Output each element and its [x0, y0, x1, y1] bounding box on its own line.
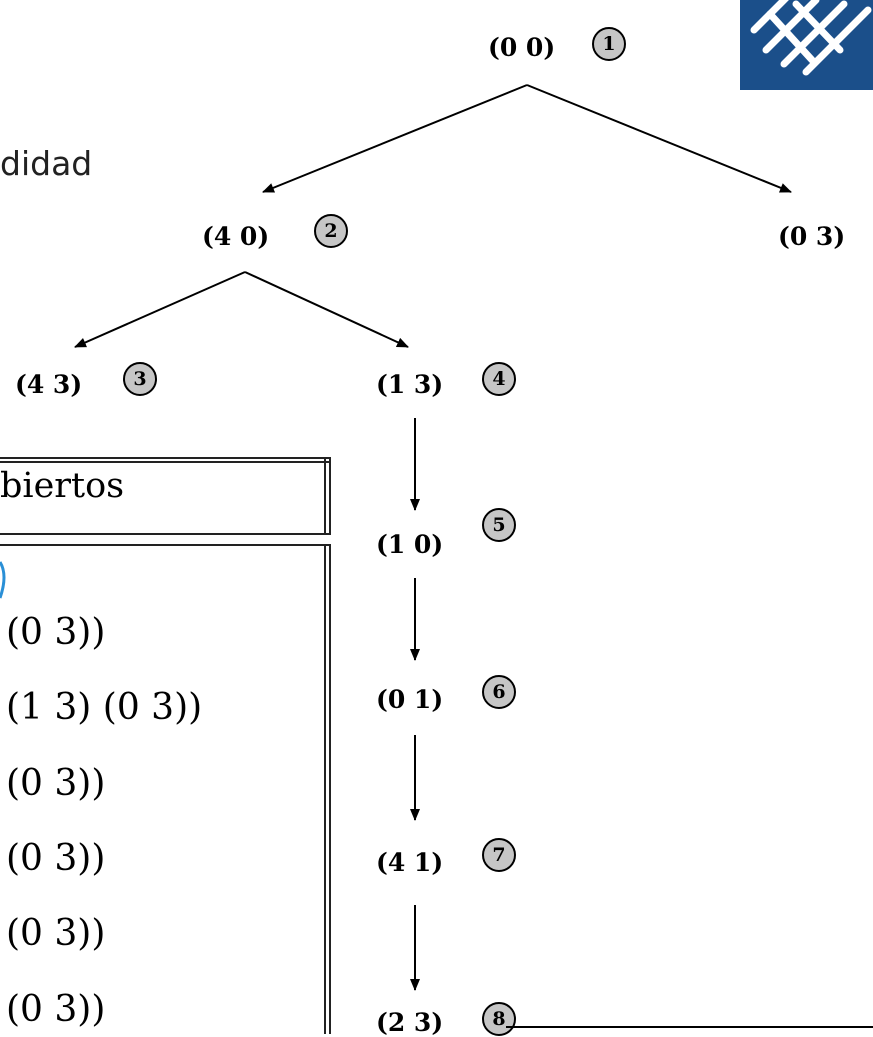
node-label: (1 0): [376, 530, 444, 559]
table-row: (0 3)): [6, 763, 106, 804]
table-header: biertos: [0, 466, 125, 506]
table-border-right-outer: [329, 457, 331, 534]
order-badge: 2: [314, 214, 348, 248]
order-badge: 4: [482, 362, 516, 396]
order-badge: 5: [482, 508, 516, 542]
table-row: (0 3)): [6, 913, 106, 954]
node-label: (1 3): [376, 370, 444, 399]
table-border-top-inner: [0, 461, 331, 463]
table-body-border: [0, 544, 331, 546]
table-row: (1 3) (0 3)): [6, 687, 203, 728]
logo-emblem-icon: [750, 0, 872, 76]
table-body-right: [324, 544, 326, 1034]
table-row: (0 3)): [6, 612, 106, 653]
table-body-right-outer: [329, 544, 331, 1034]
slide-heading-fragment: didad: [0, 144, 93, 183]
node-label: (4 1): [376, 848, 444, 877]
table-row: (0 3)): [6, 989, 106, 1030]
university-logo: [740, 0, 873, 90]
order-badge: 7: [482, 838, 516, 872]
node-label: (4 0): [202, 222, 270, 251]
table-border-right: [324, 457, 326, 534]
node-label: (0 3): [778, 222, 846, 251]
node-label: (4 3): [15, 370, 83, 399]
edge-00-40: [262, 84, 528, 193]
node-label: (2 3): [376, 1008, 444, 1037]
order-badge: 6: [482, 675, 516, 709]
order-badge: 1: [592, 27, 626, 61]
edge-40-43: [74, 271, 246, 348]
edge-40-13: [244, 271, 409, 348]
order-badge: 3: [123, 362, 157, 396]
order-badge: 8: [482, 1002, 516, 1036]
edge-00-03: [526, 84, 792, 193]
table-border-top: [0, 457, 331, 459]
table-header-border: [0, 533, 331, 535]
node-label: (0 0): [488, 33, 556, 62]
table-row: (0 3)): [6, 838, 106, 879]
node-label: (0 1): [376, 685, 444, 714]
